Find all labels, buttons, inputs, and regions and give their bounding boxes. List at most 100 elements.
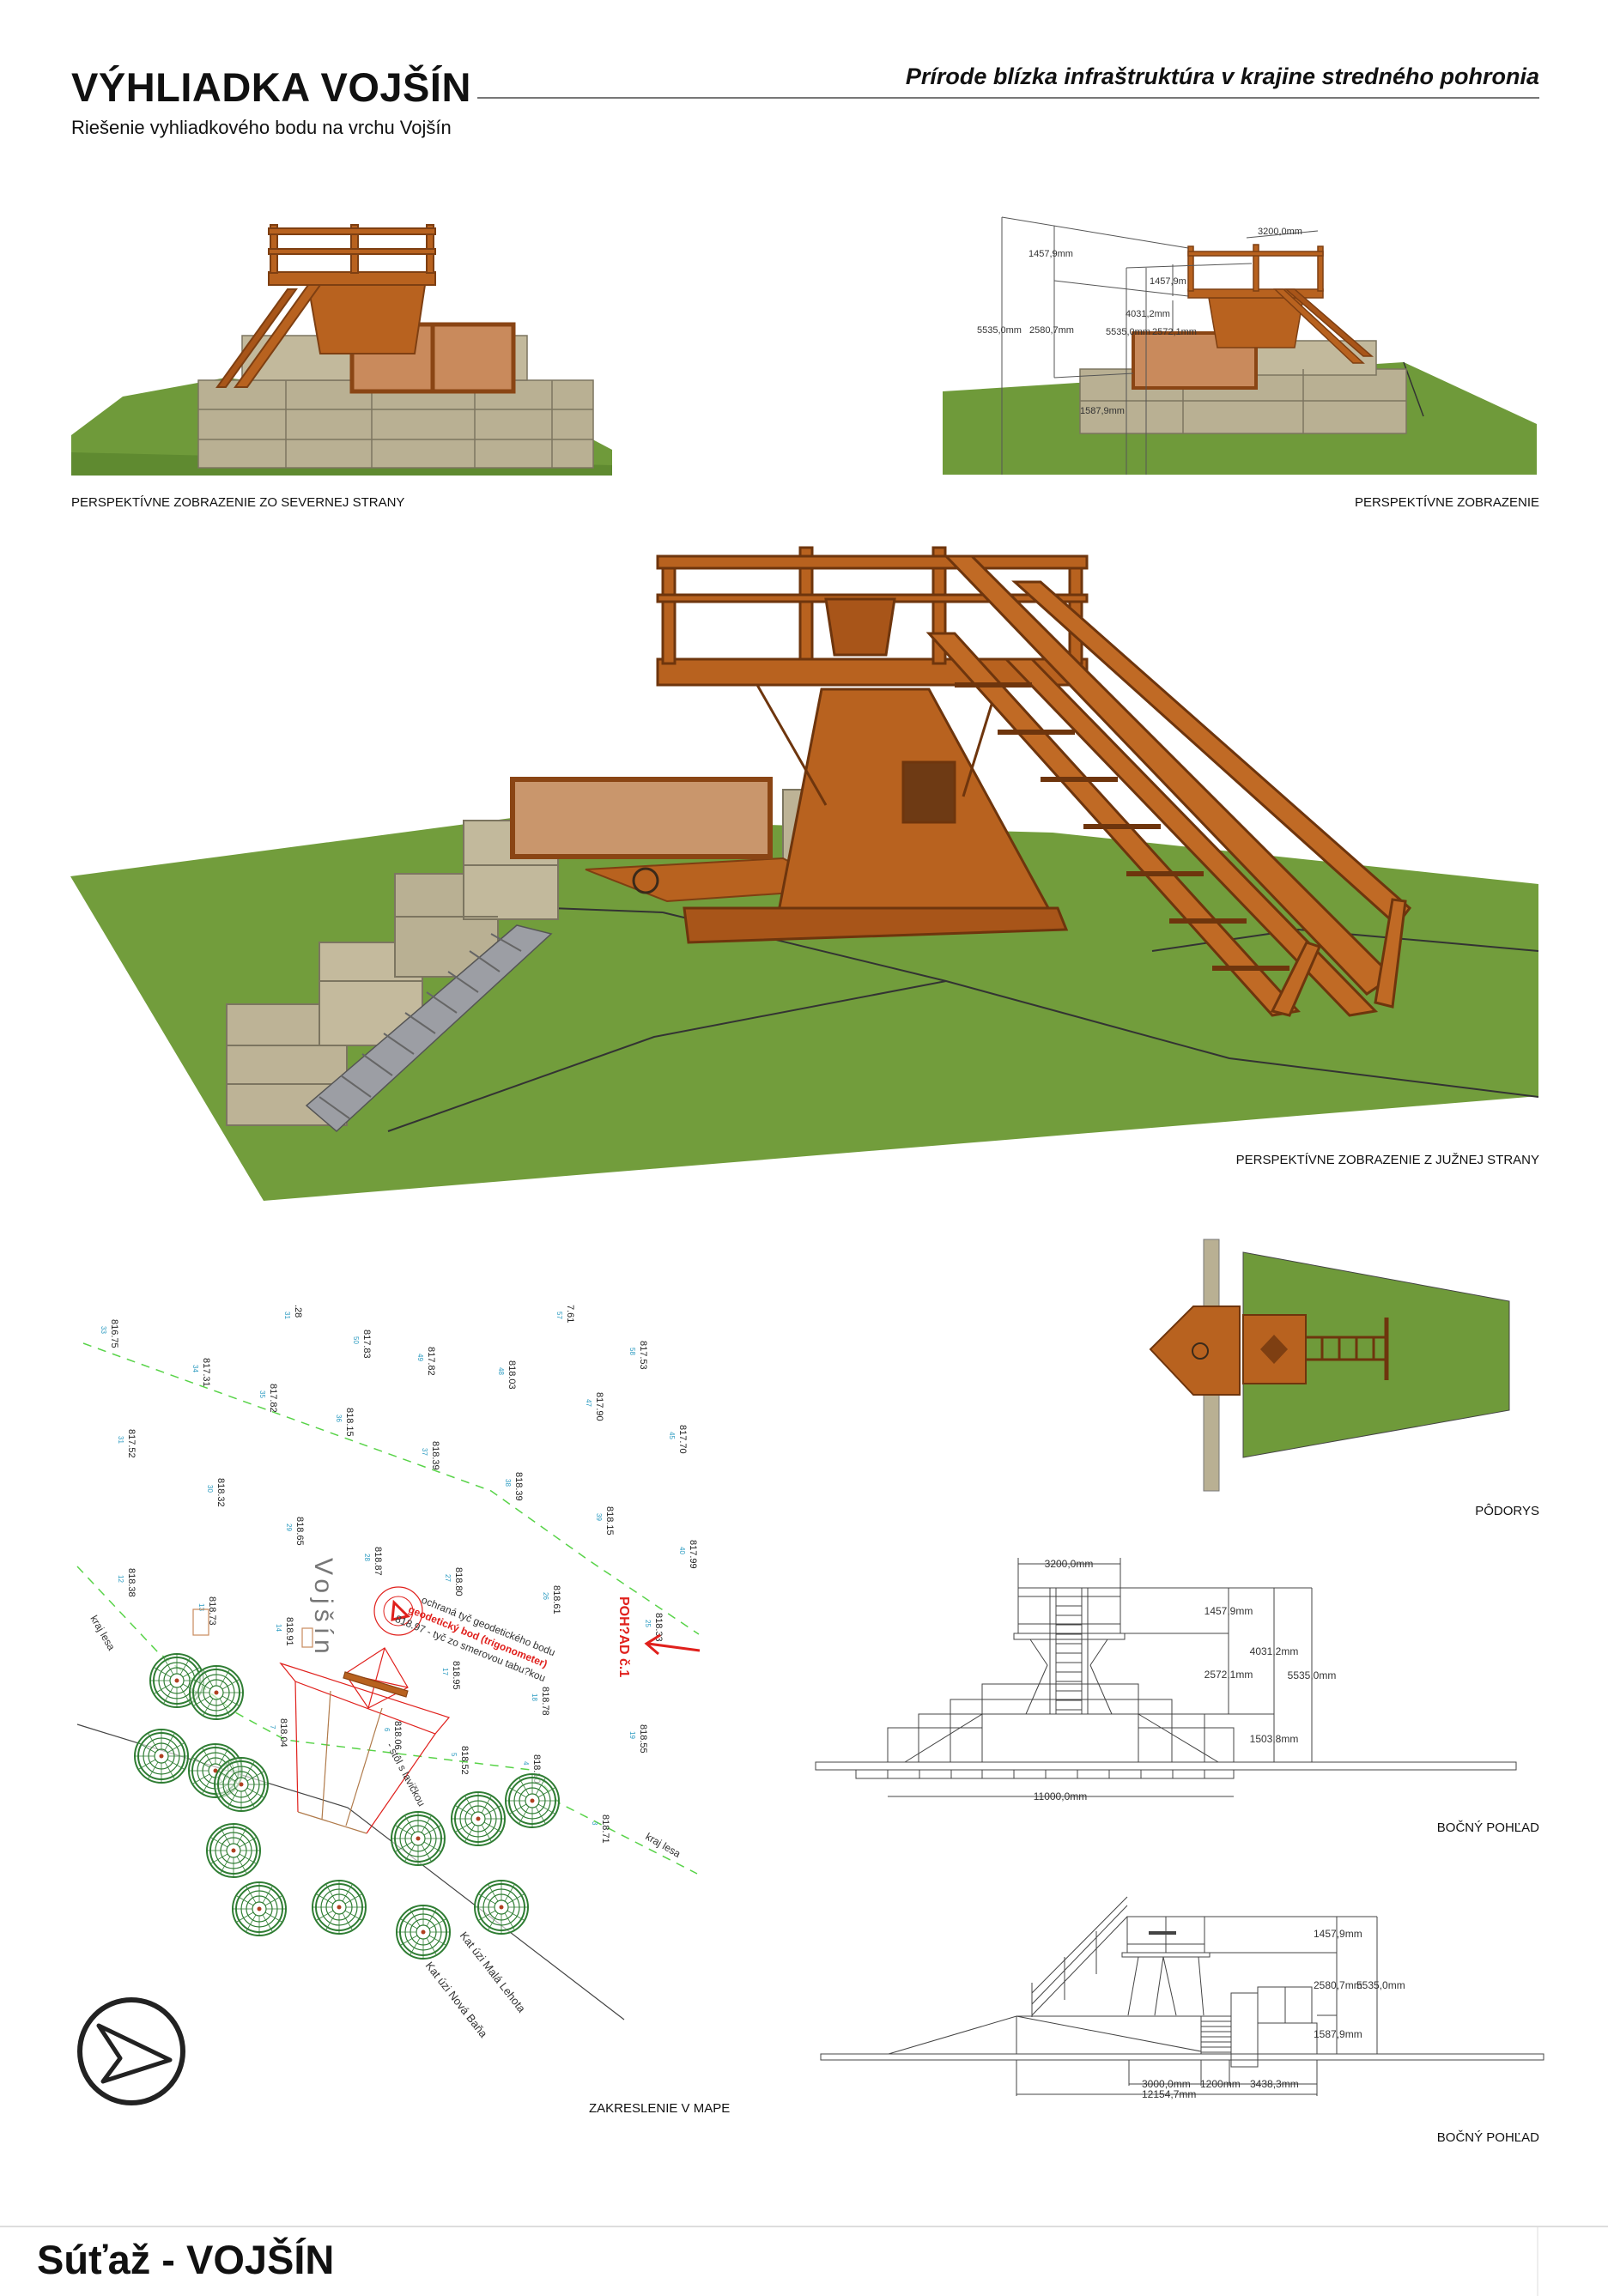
spot-height-value: 817.31 — [201, 1358, 211, 1387]
spot-height-value: 818.15 — [344, 1408, 355, 1437]
tree-symbol — [232, 1881, 287, 1936]
tower — [215, 224, 436, 388]
tree-symbol — [451, 1791, 506, 1846]
spot-height-value: 816.75 — [109, 1319, 119, 1348]
forest-edge-line-upper — [82, 1342, 700, 1635]
dim-upper: 4031,2mm — [1250, 1645, 1299, 1657]
dim-rail-top: 1457,9mm — [1029, 249, 1073, 259]
point-number: 17 — [441, 1668, 449, 1675]
plan-tower-platform — [1242, 1314, 1307, 1384]
spot-height-value: 818.78 — [540, 1687, 550, 1716]
tree-symbol — [214, 1757, 269, 1812]
spot-heights: 816.7533817.3134817.8235818.1536818.3937… — [100, 1305, 698, 1844]
dim-seg1: 3000,0mm — [1142, 2078, 1191, 2090]
spot-height-value: 818.06 — [392, 1721, 403, 1750]
spot-height-value: 817.82 — [426, 1347, 436, 1376]
cadastre-label: Kat úzi Malá Lehota — [458, 1929, 529, 2015]
spot-height: 818.047 — [269, 1718, 288, 1748]
spot-height: 818.066 — [383, 1721, 403, 1750]
spot-height-value: 817.53 — [638, 1341, 648, 1370]
spot-height-value: 818.80 — [453, 1567, 464, 1596]
spot-height-value: 818.55 — [638, 1724, 648, 1754]
trees — [134, 1653, 560, 1960]
dim-rail: 1457,9mm — [1314, 1928, 1362, 1940]
side-view-front: 3200,0mm 1457,9mm 2572,1mm 4031,2mm 1503… — [815, 1558, 1517, 1802]
tower-stairs — [925, 554, 1412, 1017]
dim-tower: 2572,1mm — [1204, 1669, 1253, 1681]
point-number: 33 — [100, 1326, 107, 1334]
dim-base: 1587,9mm — [1080, 406, 1125, 416]
project-tagline: Prírode blízka infraštruktúra v krajine … — [905, 64, 1539, 89]
spot-height-value: 818.65 — [294, 1517, 305, 1546]
spot-height-value: 818.32 — [215, 1478, 226, 1507]
spot-height-value: 818.87 — [373, 1547, 383, 1576]
point-number: 58 — [628, 1348, 636, 1355]
tower — [1187, 244, 1374, 364]
view-direction-arrow — [644, 1633, 701, 1656]
sheet-subtitle: Riešenie vyhliadkového bodu na vrchu Voj… — [71, 117, 452, 138]
render-dimensioned-view: 1457,9mm 5535,0mm 2580,7mm 1457,9m 4031,… — [943, 216, 1537, 475]
point-number: 6 — [383, 1728, 391, 1732]
plan-grass — [1242, 1251, 1510, 1458]
view-label-map: ZAKRESLENIE V MAPE — [589, 2101, 731, 2116]
view-label-south: PERSPEKTÍVNE ZOBRAZENIE Z JUŽNEJ STRANY — [1235, 1153, 1539, 1167]
point-number: 18 — [531, 1693, 538, 1701]
point-number: 31 — [283, 1312, 291, 1319]
dim-total: 5535,0mm — [1356, 1979, 1405, 1991]
point-number: 37 — [421, 1448, 428, 1456]
north-arrow-icon — [77, 1997, 185, 2105]
dim-total: 5535,0mm — [1288, 1669, 1337, 1681]
concrete-steps — [305, 924, 553, 1133]
dim-seg3: 3438,3mm — [1250, 2078, 1299, 2090]
point-number: 36 — [335, 1415, 343, 1422]
point-number: 29 — [285, 1524, 293, 1531]
point-number: 27 — [444, 1574, 452, 1582]
spot-height-value: 818.38 — [126, 1568, 137, 1597]
point-number: 19 — [628, 1731, 636, 1739]
dim-tower: 2572,1mm — [1152, 327, 1197, 337]
tree-symbol — [391, 1811, 446, 1866]
spot-height-value: 818.04 — [278, 1718, 288, 1748]
tree-symbol — [474, 1880, 529, 1935]
lower-deck — [510, 777, 846, 903]
spot-height-value: 817.70 — [677, 1425, 688, 1454]
proposed-structure — [192, 1608, 451, 1834]
view-label-plan: PÔDORYS — [1475, 1504, 1539, 1518]
spot-height-value: 817.83 — [361, 1330, 372, 1359]
point-number: 25 — [644, 1620, 652, 1627]
view-label-north: PERSPEKTÍVNE ZOBRAZENIE ZO SEVERNEJ STRA… — [71, 495, 405, 510]
site-map: 816.7533817.3134817.8235818.1536818.3937… — [76, 1305, 701, 2105]
dim-length: 11000,0mm — [1034, 1790, 1087, 1802]
point-number: 50 — [352, 1336, 360, 1344]
dim-total-inner: 5535,0mm — [1106, 327, 1150, 337]
dim-mid: 2580,7mm — [1029, 325, 1074, 336]
dim-seg2: 1200mm — [1200, 2078, 1241, 2090]
spot-height-value: 818.71 — [600, 1814, 610, 1844]
spot-height-value: 818.33 — [653, 1613, 664, 1642]
tree-symbol — [312, 1880, 367, 1935]
point-number: 31 — [117, 1436, 124, 1444]
dim-mid: 2580,7mm — [1314, 1979, 1362, 1991]
point-number: 47 — [585, 1399, 592, 1407]
dim-total-left: 5535,0mm — [977, 325, 1022, 336]
dim-rail-inner: 1457,9m — [1150, 276, 1186, 287]
tree-symbol — [396, 1905, 451, 1960]
spot-height-value: 817.82 — [268, 1384, 278, 1413]
render-north-view — [71, 224, 612, 476]
dimension-lines — [1001, 216, 1319, 475]
